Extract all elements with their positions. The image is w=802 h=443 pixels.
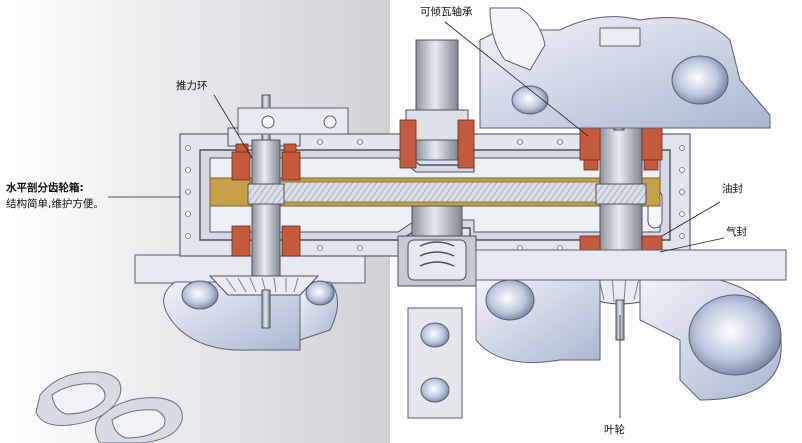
left-top-flange [237,107,349,135]
leader-lines [108,21,725,418]
leader-gas-seal [659,237,725,253]
label-thrust-ring: 推力环 [176,80,208,92]
label-gas-seal: 气封 [726,226,747,238]
spare-thrust-discs [35,371,183,443]
label-gearbox-title: 水平剖分齿轮箱: [6,182,84,194]
right-bottom-volute [475,249,787,401]
label-oil-seal: 油封 [722,183,743,195]
right-top-volute [479,7,771,129]
label-impeller: 叶轮 [604,424,625,436]
leader-oil-seal [661,201,721,237]
leader-tilting-pad-bearing [444,21,589,137]
leader-thrust-ring [213,94,253,159]
label-tilting-pad-bearing: 可倾瓦轴承 [420,6,473,18]
label-gearbox-desc: 结构简单,维护方便。 [6,198,104,210]
main-shaft [397,39,477,419]
